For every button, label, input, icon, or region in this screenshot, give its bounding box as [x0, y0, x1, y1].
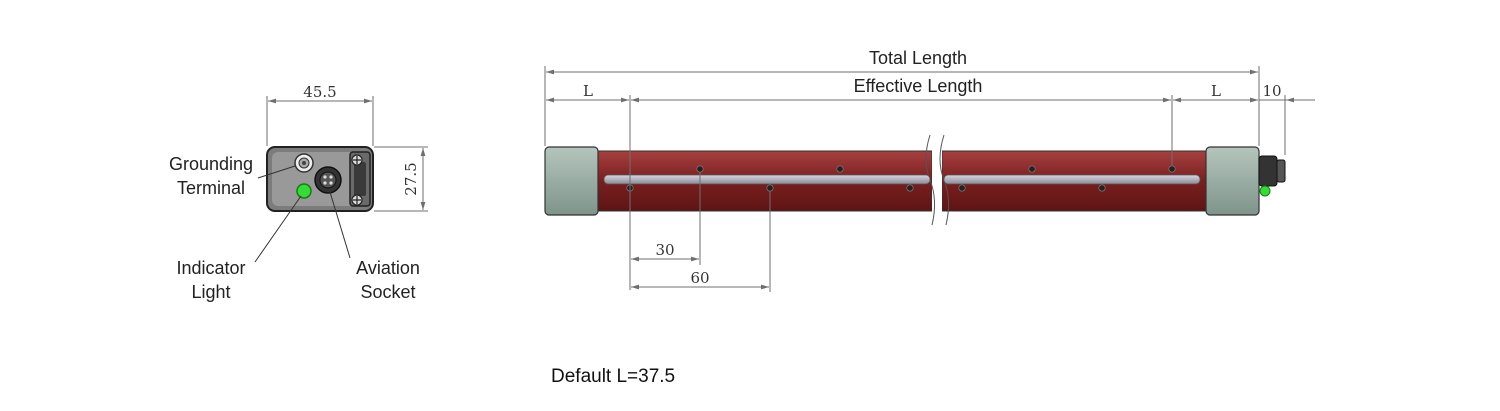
- screw-icon: [351, 194, 363, 206]
- grounding-terminal-icon: [294, 153, 314, 173]
- indicator-light-icon: [1259, 185, 1271, 197]
- pitch-60-dimension: 60: [690, 269, 709, 287]
- connector-icon: [1258, 155, 1286, 187]
- indicator-light-icon: [296, 183, 312, 199]
- emitter-rod: [943, 174, 1201, 185]
- side-height-dimension: 27.5: [402, 162, 420, 195]
- indicator-light-label: Light: [191, 282, 230, 302]
- default-l-note: Default L=37.5: [551, 366, 675, 387]
- grounding-terminal-label: Grounding: [169, 154, 253, 174]
- end-cap-left: [544, 146, 599, 216]
- end-offset-dimension: 10: [1262, 82, 1281, 100]
- aviation-socket-icon: [314, 166, 342, 194]
- side-view: 45.5 27.5 Grounding Terminal Indicator L…: [169, 83, 428, 302]
- grounding-terminal-label: Terminal: [177, 178, 245, 198]
- indicator-light-label: Indicator: [176, 258, 245, 278]
- end-cap-right: [1205, 146, 1260, 216]
- front-view: Total Length Effective Length L L 10 30 …: [544, 48, 1315, 292]
- left-l-dimension: L: [583, 82, 593, 100]
- right-l-dimension: L: [1211, 82, 1221, 100]
- emitter-rod: [603, 174, 931, 185]
- aviation-socket-label: Socket: [360, 282, 415, 302]
- pitch-30-dimension: 30: [655, 241, 674, 259]
- screw-icon: [351, 154, 363, 166]
- side-width-dimension: 45.5: [303, 83, 336, 101]
- total-length-label: Total Length: [869, 48, 967, 68]
- aviation-socket-label: Aviation: [356, 258, 420, 278]
- effective-length-label: Effective Length: [854, 76, 983, 96]
